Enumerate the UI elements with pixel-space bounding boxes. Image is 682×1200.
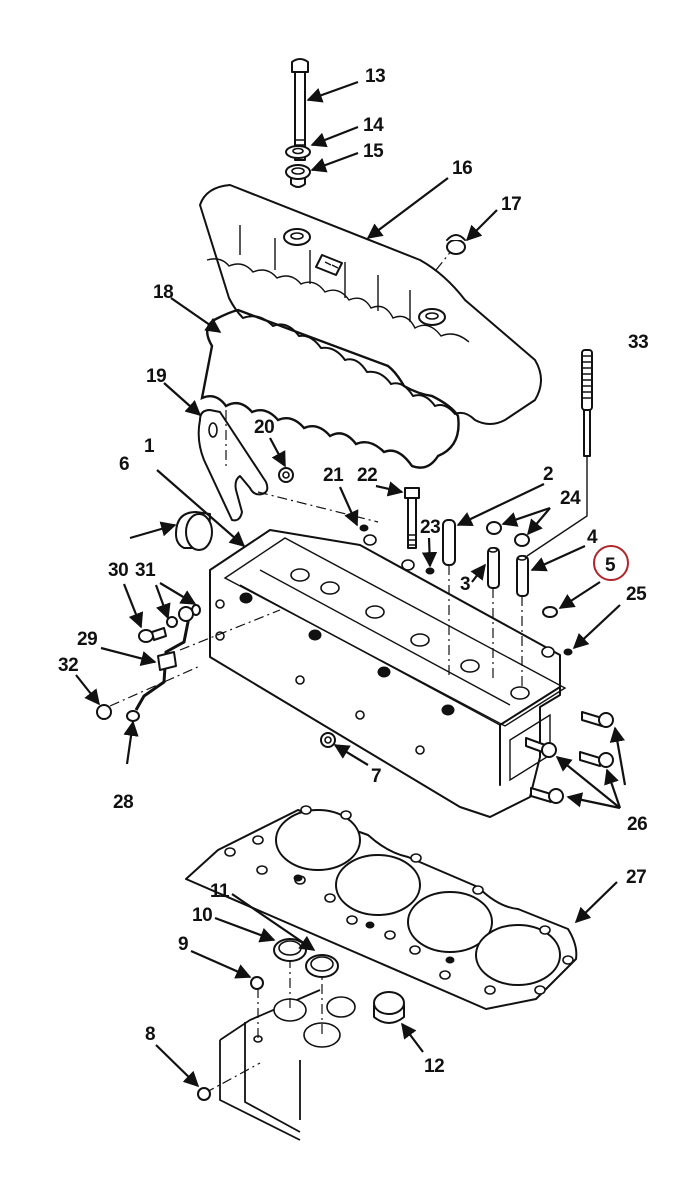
callout-21[interactable]: 21 [323,465,345,486]
callout-12[interactable]: 12 [424,1056,445,1077]
callout-20[interactable]: 20 [254,417,275,438]
banjo-bolt-30-drawing [138,627,167,643]
head-ports [215,534,555,755]
lower-head-fragment [204,958,356,1141]
pushrod-tube-2-drawing [442,519,456,675]
plug-7-drawing [320,732,336,748]
callout-4[interactable]: 4 [587,527,599,548]
callout-33[interactable]: 33 [628,332,649,353]
valve-cover-16-drawing [199,184,542,425]
callout-10[interactable]: 10 [192,905,213,926]
callout-18[interactable]: 18 [153,282,174,303]
cylinder-head-1-drawing [179,529,567,818]
plug-9-drawing [250,976,264,990]
callout-14[interactable]: 14 [363,115,385,136]
callout-30[interactable]: 30 [108,560,129,581]
bolt-22-drawing [404,487,420,549]
clamp-29-drawing [157,651,177,671]
callout-7[interactable]: 7 [371,766,382,787]
valve-cover-gasket-18-drawing [200,308,460,469]
bolts-26-drawing [525,711,614,804]
callout-28[interactable]: 28 [113,792,134,813]
callout-31[interactable]: 31 [135,560,157,581]
valve-guide-3-drawing [487,547,500,678]
filler-cap-17-drawing [446,234,466,255]
plug-32-drawing [96,665,201,720]
insert-11-drawing [305,954,339,978]
nut-20-drawing [278,467,294,483]
plug-5-drawing [542,606,558,618]
callout-24[interactable]: 24 [560,488,582,509]
callout-32[interactable]: 32 [58,655,79,676]
plug-25-drawing [563,648,573,656]
callout-19[interactable]: 19 [146,366,167,387]
callout-23[interactable]: 23 [420,517,441,538]
valve-guide-4-drawing [516,555,529,686]
leader-lines [75,80,627,1088]
callout-3[interactable]: 3 [460,574,471,595]
stud-33-drawing [526,349,593,557]
highlight-circle [593,545,629,581]
callout-labels: 13 14 15 16 17 18 19 20 21 22 23 2 24 3 … [58,66,649,1077]
insert-10-drawing [273,938,307,962]
callout-2[interactable]: 2 [543,464,554,485]
callout-29[interactable]: 29 [77,629,98,650]
callout-6[interactable]: 6 [119,454,130,475]
washer-14-drawing [285,145,311,159]
callout-22[interactable]: 22 [357,465,378,486]
gasket-holes [224,805,574,995]
valve-stem-seal-24-drawing [486,521,530,547]
stud-23-drawing [425,567,435,575]
callout-11[interactable]: 11 [210,881,231,902]
callout-15[interactable]: 15 [363,141,385,162]
callout-8[interactable]: 8 [145,1024,156,1045]
stud-21-drawing [359,524,369,532]
callout-17[interactable]: 17 [501,194,522,215]
callout-25[interactable]: 25 [626,584,648,605]
callout-26[interactable]: 26 [627,814,648,835]
sealing-washers-31-drawing [166,604,201,628]
callout-9[interactable]: 9 [178,934,189,955]
seal-15-drawing [285,164,311,188]
lifting-bracket-19-drawing [197,409,379,523]
expansion-plug-12-drawing [373,991,405,1024]
bolt-13-drawing [291,58,309,161]
head-gasket-27-drawing [185,805,578,1010]
expansion-plug-6-drawing [175,511,213,551]
plug-8-drawing [197,1087,211,1101]
callout-5[interactable]: 5 [605,555,617,576]
callout-1[interactable]: 1 [144,436,156,457]
callout-27[interactable]: 27 [626,867,647,888]
callout-13[interactable]: 13 [365,66,386,87]
callout-16[interactable]: 16 [452,158,473,179]
